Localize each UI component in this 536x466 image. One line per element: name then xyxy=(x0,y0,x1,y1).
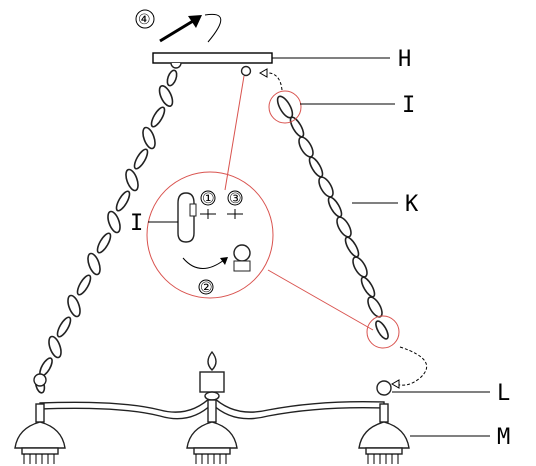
right-chain xyxy=(276,95,389,340)
step-2-circle xyxy=(198,279,214,295)
reattach-arrow-top-head-icon xyxy=(258,68,268,78)
close-gate-icon xyxy=(227,209,243,219)
step-4-callout: ④ xyxy=(135,9,222,43)
arrow-head-icon xyxy=(188,15,202,28)
detail-callout: I ① ③ ② xyxy=(130,75,374,331)
step-1-number: ① xyxy=(202,191,215,207)
quick-link-icon xyxy=(177,192,195,243)
label-h: H xyxy=(398,47,411,72)
link-highlight-top xyxy=(268,90,302,124)
link-highlight-bottom xyxy=(366,315,400,349)
detail-circle xyxy=(146,171,274,299)
push-up-arrow-icon xyxy=(159,16,199,43)
eye-hook-ring-icon xyxy=(233,244,251,262)
shade-center xyxy=(186,399,238,464)
canopy-plate xyxy=(152,52,273,64)
left-chain xyxy=(34,69,178,394)
label-m: M xyxy=(497,425,510,450)
open-gate-icon xyxy=(200,209,216,219)
canopy-part-h: H xyxy=(152,47,411,77)
attach-arrow-head-icon xyxy=(220,257,228,265)
label-detail-i: I xyxy=(130,211,143,236)
arm-loop-right-icon xyxy=(376,380,392,396)
shade-right xyxy=(358,403,410,464)
step-4-circle xyxy=(135,9,155,29)
quick-link-gate xyxy=(189,203,197,217)
power-wire xyxy=(204,13,222,43)
step-4-number: ④ xyxy=(138,12,151,28)
reattach-arrow-bottom xyxy=(395,346,428,386)
step-1-circle xyxy=(200,190,216,206)
shade-left xyxy=(14,403,66,464)
step-3-number: ③ xyxy=(229,191,242,207)
canopy-hook-left-icon xyxy=(170,62,182,69)
step-2-number: ② xyxy=(200,280,213,296)
canopy-hook-right-icon xyxy=(240,65,252,77)
reattach-arrow-top xyxy=(265,72,283,91)
reattach-arrow-bottom-head-icon xyxy=(390,379,400,389)
label-i: I xyxy=(402,93,415,118)
eye-hook-base-icon xyxy=(233,260,251,272)
label-l: L xyxy=(497,381,510,406)
detail-line-bottom xyxy=(267,269,374,331)
arm-loop-left-icon xyxy=(33,373,47,387)
detail-line-top xyxy=(224,75,245,191)
label-k: K xyxy=(405,192,419,217)
step-3-circle xyxy=(227,190,243,206)
center-finial xyxy=(199,350,225,401)
attach-arrow xyxy=(182,257,225,269)
